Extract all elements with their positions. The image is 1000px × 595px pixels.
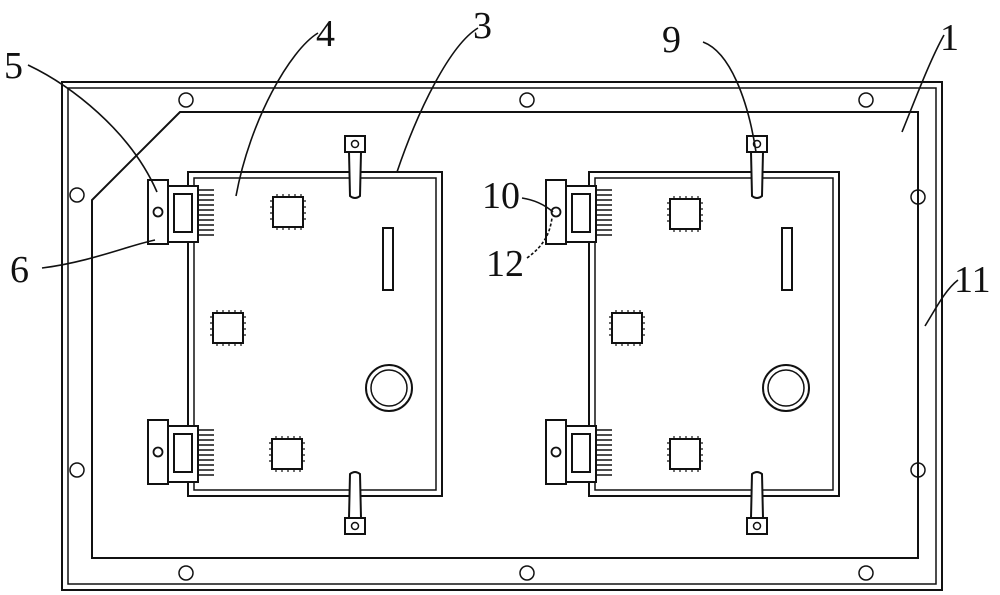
callout-1: 1 xyxy=(940,17,959,59)
outer-frame-inner-edge xyxy=(68,88,936,584)
callout-10: 10 xyxy=(482,175,520,217)
callout-4: 4 xyxy=(316,13,335,55)
bolt-holes xyxy=(70,93,925,580)
callout-9: 9 xyxy=(662,19,681,61)
right-board-assembly xyxy=(546,136,839,534)
callout-11: 11 xyxy=(954,259,991,301)
leader-6 xyxy=(42,240,155,268)
leader-1 xyxy=(902,35,944,132)
callout-3: 3 xyxy=(473,5,492,47)
callout-5: 5 xyxy=(4,45,23,87)
leader-3 xyxy=(397,28,478,172)
callout-12: 12 xyxy=(486,243,524,285)
callout-6: 6 xyxy=(10,249,29,291)
left-board-assembly xyxy=(148,136,442,534)
leader-5 xyxy=(28,65,157,192)
